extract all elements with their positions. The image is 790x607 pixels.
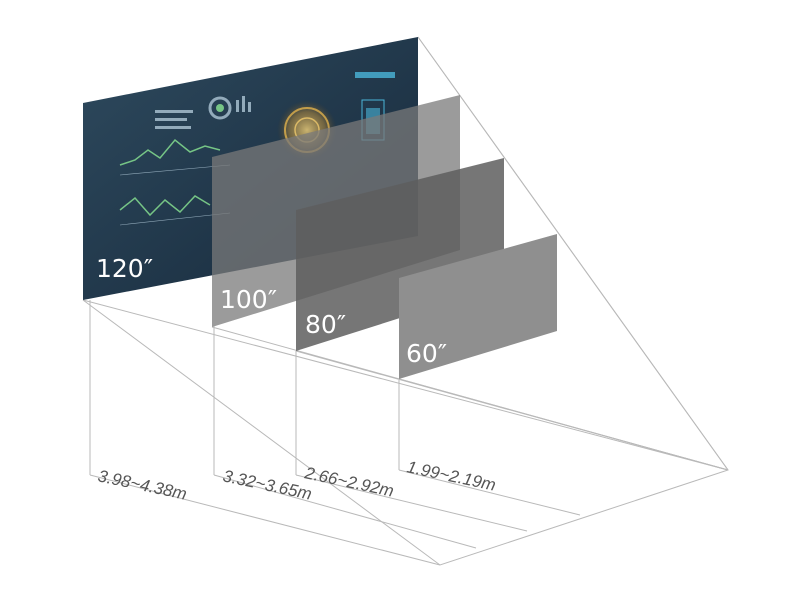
size-label-80: 80″ (305, 310, 346, 339)
projection-beam (82, 36, 729, 566)
screen-60 (399, 234, 557, 379)
distance-label-80: 2.66~2.92m (302, 463, 395, 501)
size-label-120: 120″ (96, 254, 153, 283)
size-label-100: 100″ (220, 285, 277, 314)
distance-label-60: 1.99~2.19m (405, 457, 497, 494)
screen-80 (296, 158, 504, 351)
distance-label-120: 3.98~4.38m (96, 466, 188, 503)
size-label-60: 60″ (406, 339, 447, 368)
distance-label-100: 3.32~3.65m (221, 466, 313, 503)
